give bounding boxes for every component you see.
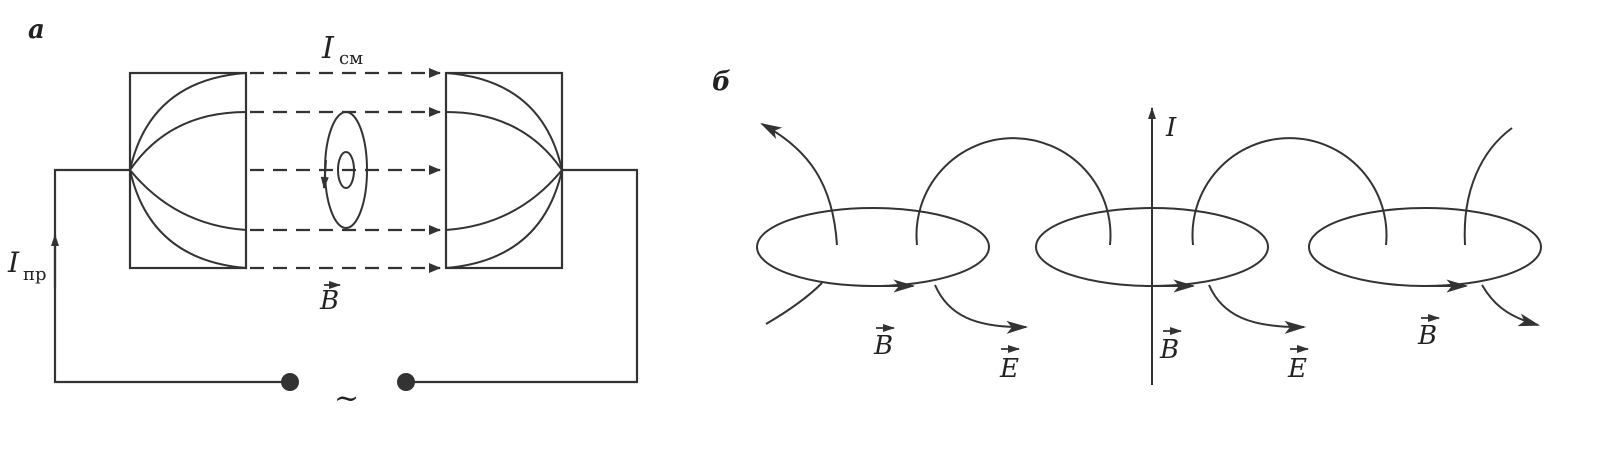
displacement-current-label: I см bbox=[321, 31, 363, 69]
magnetic-field-ellipses bbox=[756, 207, 1542, 293]
svg-text:I: I bbox=[7, 246, 20, 279]
left-terminal bbox=[281, 373, 299, 391]
svg-text:I: I bbox=[321, 31, 335, 66]
left-fringe-field-lines bbox=[129, 72, 247, 269]
ac-source-symbol: ~ bbox=[334, 381, 359, 416]
panel-a: a bbox=[7, 15, 639, 416]
svg-text:E: E bbox=[999, 354, 1019, 384]
field-label-b-2: B bbox=[1159, 327, 1182, 365]
svg-text:B: B bbox=[873, 331, 893, 361]
electric-field-lower-arcs bbox=[765, 282, 1541, 334]
displacement-current-lines bbox=[250, 68, 441, 273]
right-capacitor-plate bbox=[444, 71, 564, 270]
panel-b-label: б bbox=[712, 67, 731, 97]
field-label-e-2: E bbox=[1287, 345, 1309, 384]
right-fringe-field-lines bbox=[445, 72, 563, 269]
panel-a-label: a bbox=[28, 15, 45, 45]
left-capacitor-plate bbox=[128, 71, 248, 270]
circuit-wire bbox=[51, 168, 639, 391]
electric-field-arcs bbox=[760, 122, 1513, 246]
magnetic-field-loops bbox=[320, 111, 368, 229]
field-label-b-1: B bbox=[873, 324, 895, 361]
svg-text:пр: пр bbox=[23, 264, 47, 285]
conduction-current-label: I пр bbox=[7, 246, 47, 285]
svg-text:B: B bbox=[1417, 321, 1437, 351]
svg-text:см: см bbox=[339, 48, 363, 69]
field-label-b-3: B bbox=[1417, 314, 1440, 351]
current-label: I bbox=[1165, 113, 1177, 143]
field-label-e-1: E bbox=[999, 345, 1020, 384]
panel-b: б I B bbox=[712, 67, 1542, 385]
svg-text:E: E bbox=[1287, 354, 1307, 384]
svg-text:B: B bbox=[319, 286, 339, 316]
magnetic-field-vector-label: B bbox=[319, 281, 341, 316]
svg-text:B: B bbox=[1159, 335, 1179, 365]
right-terminal bbox=[397, 373, 415, 391]
